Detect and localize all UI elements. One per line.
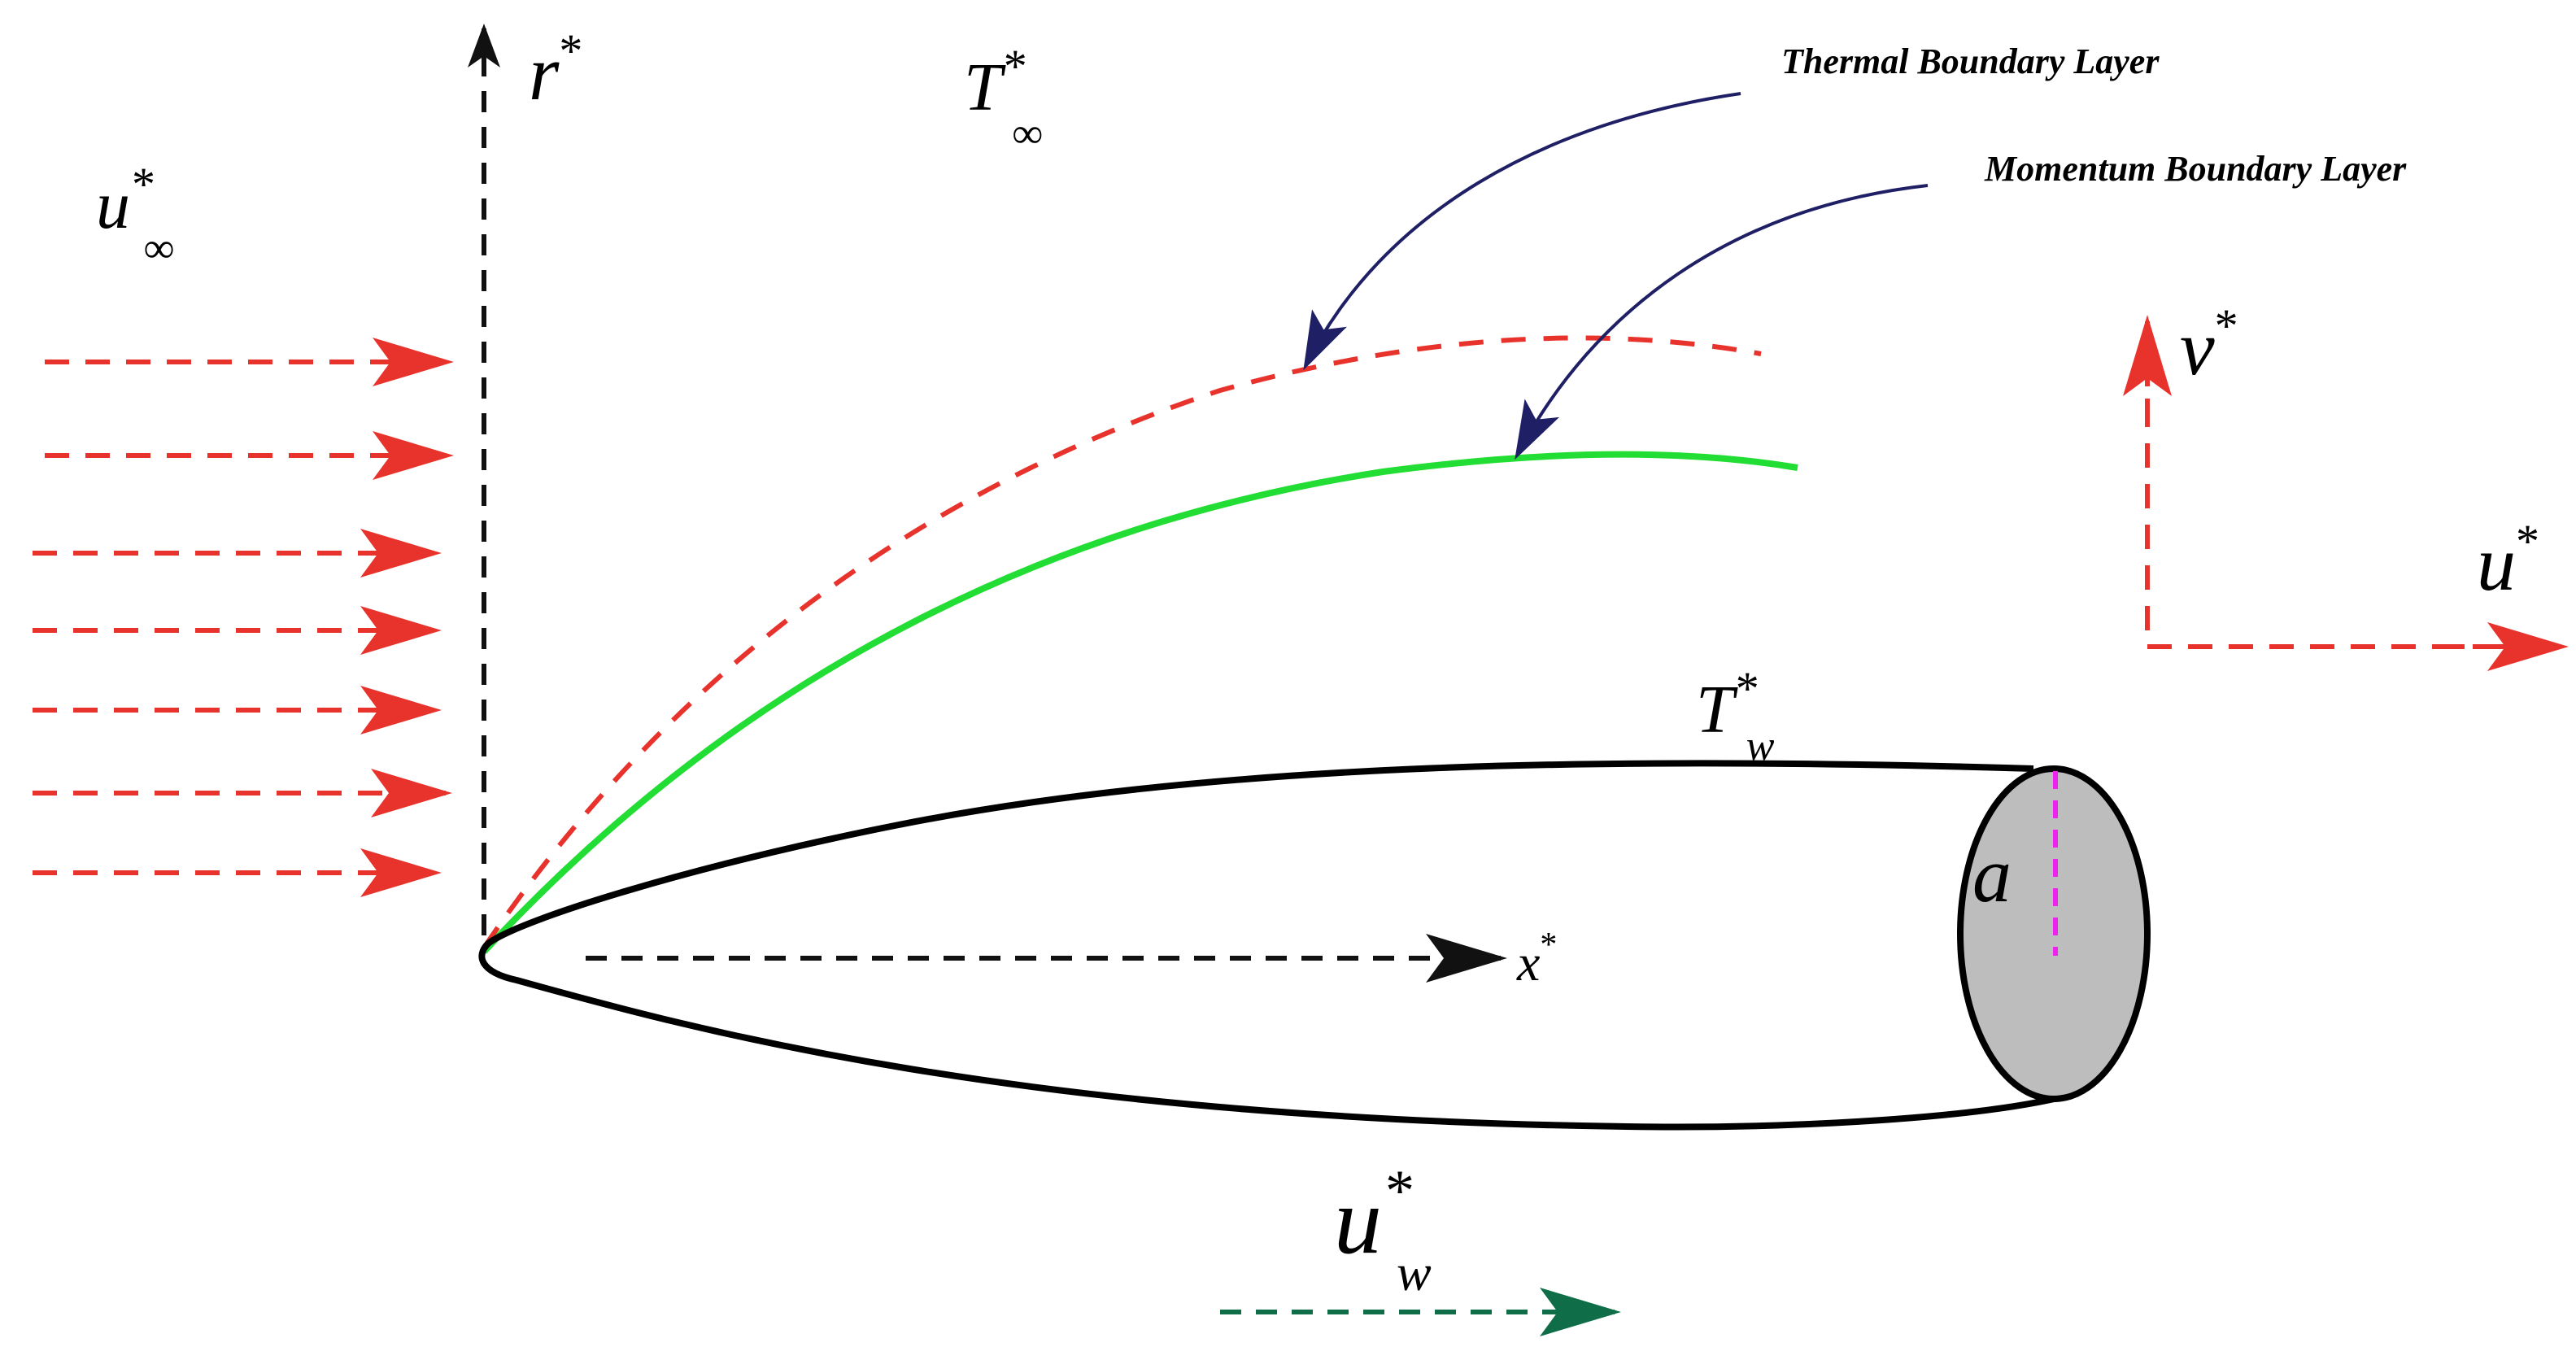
thermal-boundary-layer-curve: [482, 335, 1762, 949]
velocity-axes: [2145, 321, 2546, 649]
momentum-boundary-layer-curve: [482, 451, 1798, 954]
t-inf-label: T*∞: [964, 40, 1043, 157]
momentum-callout-arrow: [1515, 184, 1929, 460]
thermal-boundary-layer-label: Thermal Boundary Layer: [1781, 41, 2160, 81]
x-axis-label: x*: [1516, 926, 1557, 992]
u-wall-label: u*w: [1334, 1158, 1432, 1301]
u-inf-label: u*∞: [96, 158, 174, 272]
u-axis-label: u*: [2477, 515, 2539, 607]
t-wall-label: T*w: [1696, 662, 1775, 769]
radius-label: a: [1972, 831, 2012, 918]
body-outline: [478, 760, 2059, 1131]
v-axis-label: v*: [2180, 299, 2238, 391]
r-axis-label: r*: [529, 24, 582, 116]
freestream-arrows: [33, 338, 454, 897]
thermal-callout-arrow: [1303, 92, 1741, 371]
momentum-boundary-layer-label: Momentum Boundary Layer: [1984, 149, 2407, 189]
